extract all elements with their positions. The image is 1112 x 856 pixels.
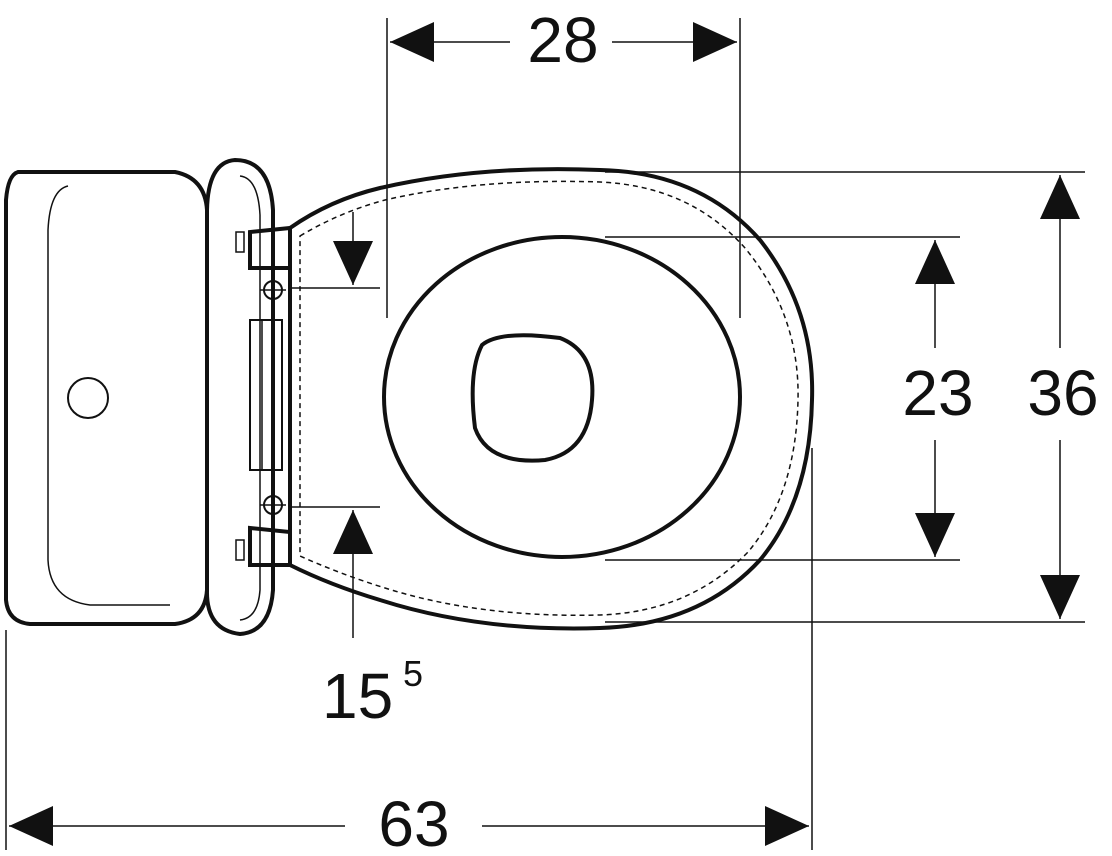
seat-opening [382, 235, 742, 559]
seat-lid [204, 157, 275, 637]
drain-outlet [470, 333, 595, 463]
dimension-28-label: 28 [527, 4, 598, 76]
arrow-down-icon [1040, 575, 1080, 619]
dimension-63-label: 63 [378, 788, 449, 856]
dimension-23: 23 [605, 236, 974, 561]
arrow-up-icon [333, 510, 373, 554]
arrow-left-icon [9, 806, 53, 846]
arrow-down-icon [915, 513, 955, 557]
arrow-right-icon [693, 22, 737, 62]
dimension-36-label: 36 [1027, 357, 1098, 429]
arrow-up-icon [1040, 175, 1080, 219]
dimension-15-5: 15 5 [290, 212, 423, 732]
arrow-left-icon [390, 22, 434, 62]
cistern [3, 170, 209, 626]
dimension-15-superscript: 5 [403, 653, 423, 694]
dimension-28: 28 [386, 4, 741, 318]
dimension-63: 63 [5, 448, 813, 856]
dimension-36: 36 [605, 171, 1099, 623]
dimension-15-label: 15 [322, 660, 393, 732]
dimension-23-label: 23 [902, 357, 973, 429]
arrow-right-icon [765, 806, 809, 846]
hinge-block [248, 225, 292, 567]
arrow-down-icon [333, 241, 373, 285]
arrow-up-icon [915, 240, 955, 284]
flush-button-icon [67, 377, 109, 419]
bowl [288, 167, 815, 631]
